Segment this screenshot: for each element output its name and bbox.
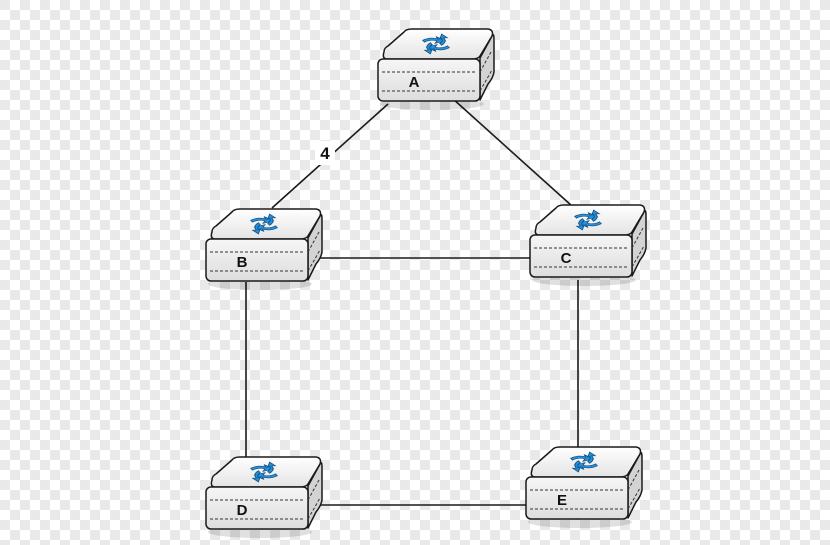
- router-body: [529, 204, 647, 287]
- router-label: B: [237, 254, 248, 271]
- router-c: C: [529, 204, 647, 287]
- routers-layer: A B C D E: [205, 28, 647, 539]
- router-d: D: [205, 456, 323, 539]
- router-label: C: [561, 250, 572, 267]
- link-labels-layer: 4: [315, 141, 335, 165]
- router-body: [205, 208, 323, 291]
- link-a-c: [451, 97, 573, 207]
- router-body: [525, 446, 643, 529]
- router-label: A: [409, 74, 420, 91]
- router-label: D: [237, 502, 248, 519]
- router-b: B: [205, 208, 323, 291]
- router-body: [377, 28, 495, 111]
- router-body: [205, 456, 323, 539]
- link-cost-label: 4: [320, 144, 330, 163]
- link-label-background: [315, 141, 335, 165]
- router-a: A: [377, 28, 495, 111]
- links-layer: [245, 97, 579, 506]
- router-label: E: [557, 492, 567, 509]
- router-e: E: [525, 446, 643, 529]
